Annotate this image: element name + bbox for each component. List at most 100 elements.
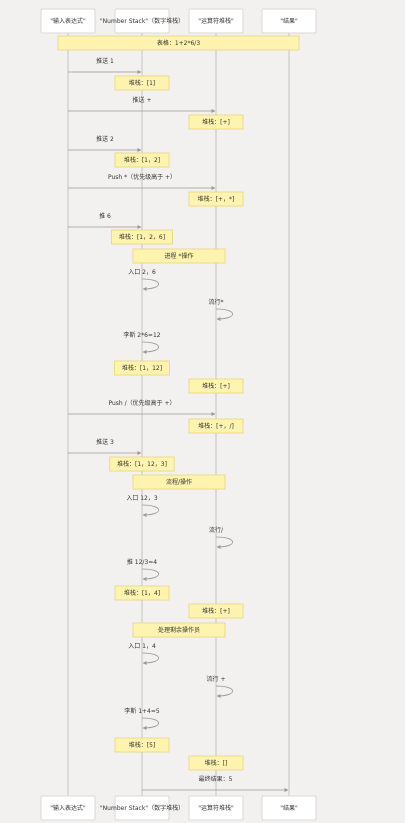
note-box bbox=[188, 755, 244, 771]
note: 堆栈：[1，4] bbox=[114, 585, 170, 601]
message-label: 推送 1 bbox=[96, 57, 114, 65]
self-message-arrow bbox=[215, 685, 234, 698]
note-text: 堆栈：[+] bbox=[202, 118, 230, 126]
message: 推送 3 bbox=[68, 438, 142, 455]
participants: "输入表达式" "Number Stack"（数字堆栈） "运算符堆栈" "结果" "输… bbox=[40, 8, 317, 821]
participant-box bbox=[40, 8, 96, 34]
participant-op-bottom: "运算符堆栈" bbox=[188, 795, 244, 821]
note: 堆栈：[1] bbox=[114, 75, 170, 91]
events: 表格：1+2*6/3 推送 1 堆栈：[1] 推送 + 堆栈：[+] 推送 2 堆栈：[1，… bbox=[57, 35, 300, 792]
note-text: 堆栈：[+] bbox=[202, 607, 230, 615]
note: 堆栈：[+] bbox=[188, 603, 244, 619]
note: 处理剩余操作员 bbox=[132, 622, 226, 638]
participant-box bbox=[114, 795, 170, 821]
note: 堆栈：[] bbox=[188, 755, 244, 771]
participant-label: "结果" bbox=[280, 17, 298, 25]
self-message-label: 李斯 1+4=5 bbox=[124, 707, 160, 715]
self-message-label: 入口 1，4 bbox=[128, 643, 156, 650]
participant-input-bottom: "输入表达式" bbox=[40, 795, 96, 821]
note: 堆栈：[1，2] bbox=[114, 152, 170, 168]
self-message: 流行 + bbox=[207, 675, 234, 698]
participant-box bbox=[261, 795, 317, 821]
self-message-arrow bbox=[215, 536, 234, 549]
note-text: 堆栈：[1，4] bbox=[124, 589, 160, 597]
participant-num-bottom: "Number Stack"（数字堆栈） bbox=[100, 795, 184, 821]
note: 表格：1+2*6/3 bbox=[57, 35, 300, 51]
self-message-arrow bbox=[141, 504, 160, 517]
participant-num-top: "Number Stack"（数字堆栈） bbox=[100, 8, 184, 34]
message-label: 最终结果：5 bbox=[199, 775, 233, 783]
self-message-label: 流行* bbox=[208, 298, 223, 306]
participant-box bbox=[188, 795, 244, 821]
note: 堆栈：[+，/] bbox=[188, 418, 244, 434]
note-box bbox=[114, 152, 170, 168]
note: 堆栈：[+] bbox=[188, 378, 244, 394]
message: 推送 1 bbox=[68, 57, 142, 74]
message-label: Push *（优先级高于 +） bbox=[108, 173, 176, 181]
note-box bbox=[132, 474, 226, 490]
note-box bbox=[111, 229, 173, 245]
participant-label: "输入表达式" bbox=[50, 17, 86, 25]
message: 推 6 bbox=[68, 212, 142, 229]
note-box bbox=[57, 35, 300, 51]
note-box bbox=[114, 737, 170, 753]
note-text: 堆栈：[1，12，3] bbox=[117, 460, 167, 468]
message: Push *（优先级高于 +） bbox=[68, 173, 216, 190]
self-message-label: 推 12/3=4 bbox=[127, 558, 157, 566]
self-message-arrow bbox=[141, 652, 160, 665]
note-text: 堆栈：[5] bbox=[129, 741, 156, 749]
note-text: 堆栈：[1，2] bbox=[124, 156, 160, 164]
participant-box bbox=[261, 8, 317, 34]
self-message: 流行/ bbox=[209, 526, 234, 549]
participant-label: "运算符堆栈" bbox=[198, 804, 234, 812]
note-text: 处理剩余操作员 bbox=[158, 626, 200, 634]
self-message: 李斯 2*6=12 bbox=[123, 331, 161, 354]
lifelines bbox=[67, 33, 290, 796]
self-message: 入口 1，4 bbox=[128, 643, 160, 665]
participant-label: "结果" bbox=[280, 804, 298, 812]
participant-res-bottom: "结果" bbox=[261, 795, 317, 821]
self-message-label: 流行/ bbox=[209, 526, 224, 534]
message: 推送 2 bbox=[68, 135, 142, 152]
note-box bbox=[188, 603, 244, 619]
message-label: 推 6 bbox=[99, 212, 111, 220]
note: 进程 *操作 bbox=[132, 248, 226, 264]
note-text: 堆栈：[+，*] bbox=[198, 195, 235, 203]
note: 堆栈：[+，*] bbox=[188, 191, 244, 207]
note-box bbox=[114, 360, 170, 376]
note-text: 进程 *操作 bbox=[165, 252, 194, 260]
participant-label: "运算符堆栈" bbox=[198, 17, 234, 25]
note-text: 堆栈：[1] bbox=[129, 79, 156, 87]
note: 堆栈：[5] bbox=[114, 737, 170, 753]
self-message-label: 李斯 2*6=12 bbox=[123, 331, 160, 339]
participant-label: "Number Stack"（数字堆栈） bbox=[100, 804, 184, 812]
self-message-label: 入口 12，3 bbox=[126, 495, 158, 502]
participant-input-top: "输入表达式" bbox=[40, 8, 96, 34]
note: 堆栈：[1，12] bbox=[114, 360, 170, 376]
note-text: 流程/操作 bbox=[166, 478, 192, 486]
participant-op-top: "运算符堆栈" bbox=[188, 8, 244, 34]
note: 堆栈：[1，12，3] bbox=[109, 456, 175, 472]
note-text: 堆栈：[1，12] bbox=[122, 364, 162, 372]
note-box bbox=[188, 114, 244, 130]
self-message-arrow bbox=[141, 278, 160, 291]
message: 最终结果：5 bbox=[142, 775, 289, 792]
participant-box bbox=[40, 795, 96, 821]
note: 流程/操作 bbox=[132, 474, 226, 490]
self-message-label: 流行 + bbox=[207, 675, 226, 683]
note-box bbox=[109, 456, 175, 472]
participant-box bbox=[188, 8, 244, 34]
self-message-arrow bbox=[141, 568, 160, 581]
message: 推送 + bbox=[68, 96, 216, 113]
note-text: 堆栈：[] bbox=[205, 759, 228, 767]
self-message-arrow bbox=[141, 717, 160, 730]
note-box bbox=[188, 418, 244, 434]
message-label: 推送 2 bbox=[96, 135, 114, 143]
note-box bbox=[188, 378, 244, 394]
self-message-arrow bbox=[141, 341, 160, 354]
participant-label: "Number Stack"（数字堆栈） bbox=[100, 17, 184, 25]
self-message: 入口 2，6 bbox=[128, 269, 160, 291]
note-box bbox=[132, 622, 226, 638]
note-box bbox=[114, 75, 170, 91]
